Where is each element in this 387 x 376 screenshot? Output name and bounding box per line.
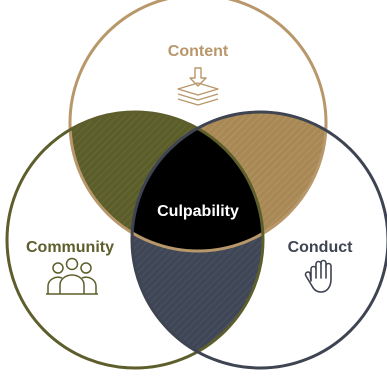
people-group-icon: [46, 257, 98, 295]
content-circle: [68, 0, 328, 253]
raised-hand-icon: [304, 259, 332, 293]
community-circle: [5, 110, 265, 370]
center-label: Culpability: [157, 203, 239, 220]
conduct-label: Conduct: [288, 239, 354, 256]
stacked-papers-download-icon: [177, 67, 219, 106]
content-label: Content: [168, 43, 229, 60]
community-label: Community: [26, 239, 114, 256]
conduct-circle: [130, 110, 387, 370]
